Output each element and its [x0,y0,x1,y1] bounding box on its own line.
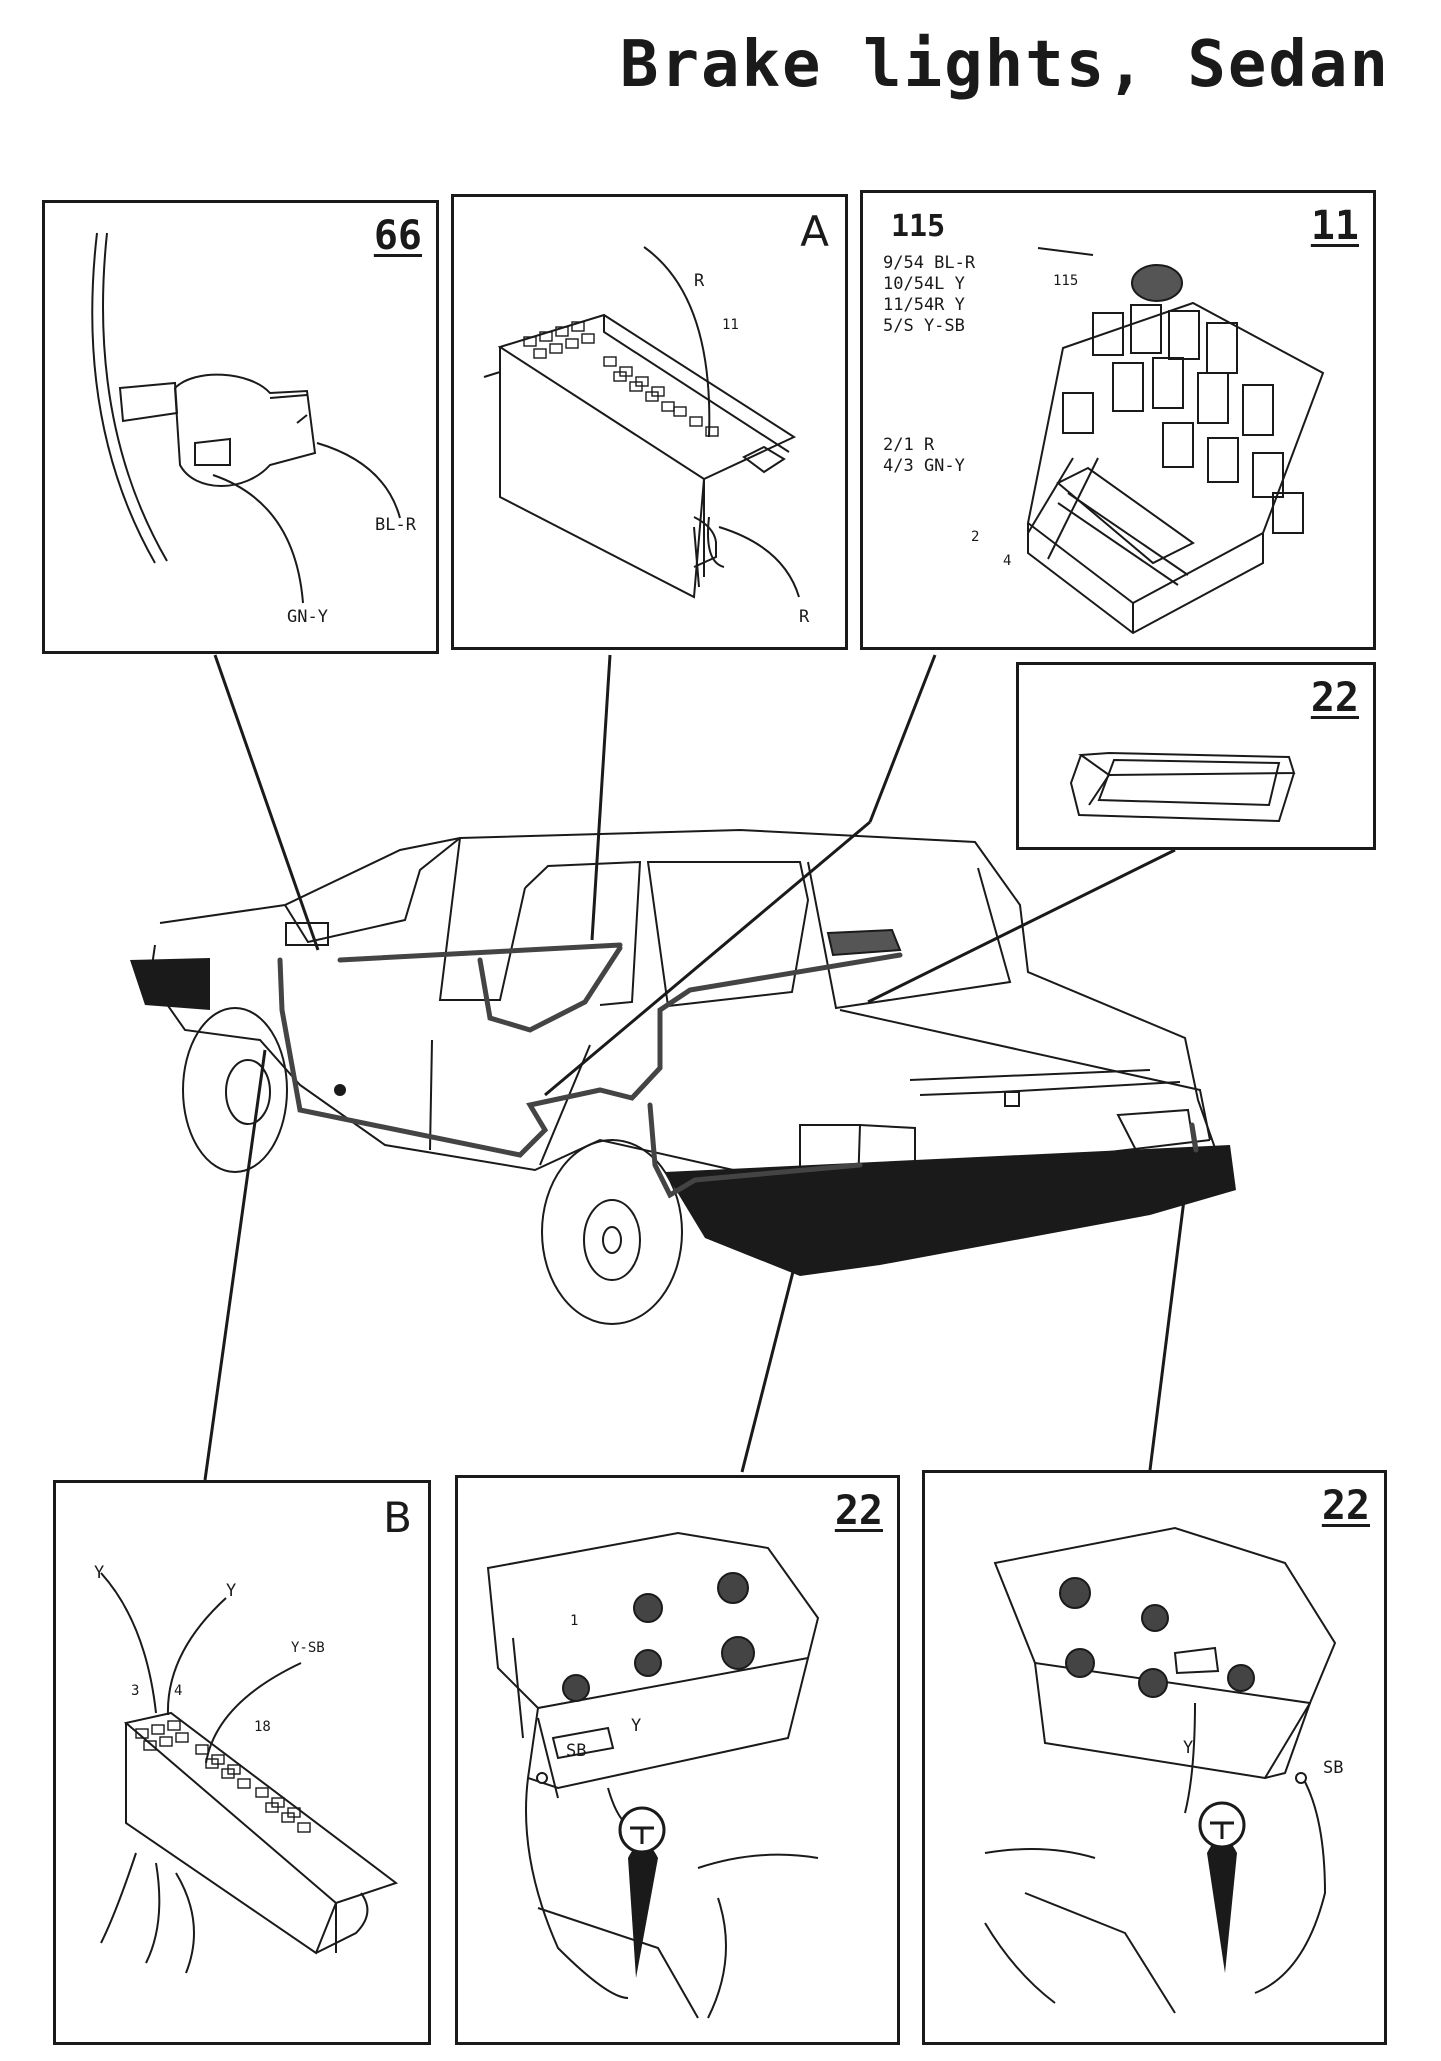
pin-label-4: 4 [174,1683,183,1699]
wire-label-gn-y: GN-Y [287,607,328,627]
relay-code: 11/54R Y [883,295,965,315]
relay-code: 2/1 R [883,435,935,455]
car-high-lamp [826,928,902,957]
relay-code: 4/3 GN-Y [883,456,965,476]
wire-label-sb: SB [566,1741,587,1761]
relay-callout-115: 115 [1053,273,1079,289]
pin-label-1: 1 [570,1613,579,1629]
pin-label-3: 3 [131,1683,140,1699]
relay-code: 9/54 BL-R [883,253,976,273]
relay-code: 5/S Y-SB [883,316,965,336]
panel-number: 22 [834,1488,883,1534]
wire-label-y: Y [631,1716,642,1736]
wire-label-r-out: R [799,607,810,627]
page-title: Brake lights, Sedan [619,28,1390,102]
relay-id: 115 [891,209,946,244]
pin-label-11: 11 [722,317,739,333]
relay-115 [1131,264,1183,302]
connector-b-illustration [100,1572,399,1974]
connector-a-illustration [483,246,800,599]
panel-connector-b: B Y Y Y-SB 3 4 18 [53,1480,431,2045]
panel-connector-a: A R 11 R [451,194,848,650]
panel-high-lamp: 22 [1016,662,1376,850]
relay-codes-lower: 2/1 R 4/3 GN-Y [883,435,965,477]
panel-number: 11 [1310,203,1359,249]
rear-bumper [665,1145,1236,1276]
panel-letter: B [383,1493,412,1542]
high-lamp-illustration [1069,751,1296,823]
wire-label-y-2: Y [226,1581,237,1601]
panel-tail-lamp-right: 22 Y SB [922,1470,1387,2045]
wire-label-bl-r: BL-R [375,515,416,535]
pin-label-4: 4 [1003,553,1012,569]
panel-relay-box: 115 11 9/54 BL-R 10/54L Y 11/54R Y 5/S Y… [860,190,1376,650]
pin-label-18: 18 [254,1719,271,1735]
panel-letter: A [800,207,829,256]
pin-label-2: 2 [971,529,980,545]
wire-label-y-1: Y [94,1563,105,1583]
panel-tail-lamp-left: 22 1 Y SB [455,1475,900,2045]
ground-symbol-left [628,1843,658,1978]
wire-label-y: Y [1183,1738,1194,1758]
relay-codes-upper: 9/54 BL-R 10/54L Y 11/54R Y 5/S Y-SB [883,253,975,337]
wire-label-sb: SB [1323,1758,1344,1778]
relay-code: 10/54L Y [883,274,965,294]
panel-number: 66 [373,213,422,259]
tail-lamp-left-illustration [486,1531,820,2019]
tail-lamp-right-illustration [984,1526,1337,2014]
wire-label-r-in: R [694,271,705,291]
front-bumper [130,958,210,1010]
brake-switch-illustration [91,232,401,604]
relay-box-illustration [1026,247,1325,635]
ground-symbol-right [1207,1838,1237,1973]
wiring-harness [277,942,1199,1199]
panel-brake-switch: 66 BL-R GN-Y [42,200,439,654]
wire-label-y-sb: Y-SB [291,1640,325,1656]
panel-number: 22 [1321,1483,1370,1529]
panel-number: 22 [1310,675,1359,721]
